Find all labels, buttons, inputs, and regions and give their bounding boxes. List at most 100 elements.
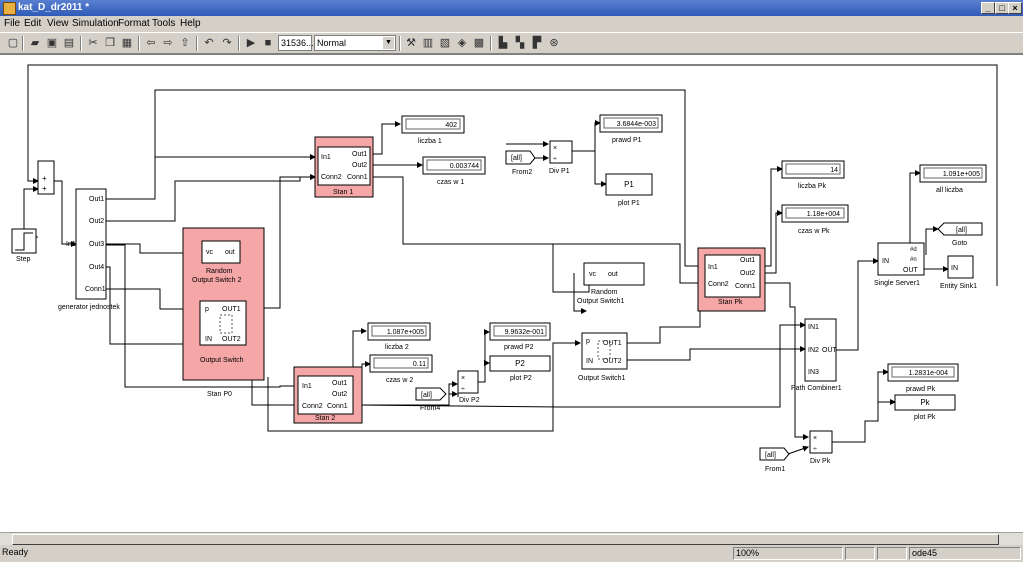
chevron-down-icon[interactable]: ▼ <box>383 37 394 49</box>
menu-view[interactable]: View <box>47 18 69 29</box>
from1-block[interactable]: [all] From1 <box>759 447 790 473</box>
output-switch-in: IN <box>205 336 212 343</box>
title-bar: kat_D_dr2011 * _ □ × <box>0 0 1023 16</box>
forward-icon[interactable]: ⇨ <box>163 37 173 49</box>
cut-icon[interactable]: ✂ <box>88 37 98 49</box>
generator-out3: Out3 <box>89 241 104 248</box>
model-explorer-icon[interactable]: ◈ <box>457 37 467 49</box>
svg-text:÷: ÷ <box>461 386 465 393</box>
stan-p0-subsystem[interactable]: vc out Random Output Switch 2 p IN OUT1 … <box>182 227 265 398</box>
save-icon[interactable]: ▣ <box>46 37 58 49</box>
advisor-icon[interactable]: ⊛ <box>549 37 559 49</box>
step-block[interactable]: Step <box>11 228 37 263</box>
generator-block[interactable]: In1 Out1 Out2 Out3 Out4 Conn1 generator … <box>58 188 120 311</box>
close-button[interactable]: × <box>1008 2 1022 14</box>
model-canvas[interactable]: Step + + In1 Out1 Out2 Out3 Out4 Conn1 g… <box>0 54 1023 545</box>
block-label: Single Server1 <box>874 280 920 287</box>
incremental-build-icon[interactable]: ▧ <box>439 37 451 49</box>
entity-sink-block[interactable]: IN Entity Sink1 <box>940 255 977 290</box>
block-label: OUT2 <box>603 358 622 365</box>
display-prawd-p1[interactable]: 3.6844e-003 prawd P1 <box>599 114 663 144</box>
block-label: 0.003744 <box>450 163 479 170</box>
stop-icon[interactable]: ■ <box>264 37 272 49</box>
back-icon[interactable]: ⇦ <box>146 37 156 49</box>
print-icon[interactable]: ▤ <box>63 37 75 49</box>
menu-edit[interactable]: Edit <box>24 18 42 29</box>
stanpk-subsystem[interactable]: In1 Conn2 Out1 Out2 Conn1 Stan Pk <box>697 247 766 312</box>
block-label: OUT1 <box>603 340 622 347</box>
menu-simulation[interactable]: Simulation <box>72 18 119 29</box>
output-switch-out2: OUT2 <box>222 336 241 343</box>
display-czas-w2[interactable]: 0.11 czas w 2 <box>369 354 433 384</box>
block-label: 1.087e+005 <box>387 329 424 336</box>
display-all-liczba[interactable]: 1.091e+005 all liczba <box>919 164 987 194</box>
sum-block[interactable]: + + <box>37 160 55 195</box>
block-label: OUT <box>822 347 838 354</box>
menu-help[interactable]: Help <box>180 18 201 29</box>
library-browser-icon[interactable]: ▙ <box>498 37 508 49</box>
stan1-subsystem[interactable]: In1 Conn2 Out1 Out2 Conn1 Stan 1 <box>314 136 374 198</box>
stan2-out2: Out2 <box>332 391 347 398</box>
undo-icon[interactable]: ↶ <box>204 37 214 49</box>
explorer-icon[interactable]: ▛ <box>532 37 542 49</box>
output-switch-p: p <box>205 306 209 313</box>
scope-plot-pk[interactable]: Pk plot Pk <box>894 394 956 421</box>
block-label: p <box>586 338 590 345</box>
display-prawd-p2[interactable]: 9.9632e-001 prawd P2 <box>489 322 551 351</box>
display-prawd-pk[interactable]: 1.2831e-004 prawd Pk <box>887 363 959 393</box>
display-liczba-pk[interactable]: 14 liczba Pk <box>781 160 845 190</box>
paste-icon[interactable]: ▦ <box>121 37 133 49</box>
from4-block[interactable]: [all] From4 <box>415 387 447 412</box>
menu-tools[interactable]: Tools <box>152 18 176 29</box>
scope-plot-p1[interactable]: P1 plot P1 <box>605 173 653 207</box>
display-czas-w-pk[interactable]: 1.18e+004 czas w Pk <box>781 204 849 235</box>
block-label: P1 <box>624 180 634 189</box>
generator-out1: Out1 <box>89 196 104 203</box>
open-icon[interactable]: ▰ <box>30 37 40 49</box>
update-diagram-icon[interactable]: ▥ <box>422 37 434 49</box>
div-pk-block[interactable]: × ÷ Div Pk <box>809 430 833 465</box>
signal-lines <box>23 64 998 455</box>
maximize-button[interactable]: □ <box>995 2 1009 14</box>
horizontal-scrollbar[interactable] <box>0 532 1023 545</box>
path-combiner-block[interactable]: IN1 IN2 IN3 OUT Path Combiner1 <box>791 318 842 392</box>
random-switch2-label-2: Output Switch 2 <box>192 277 242 284</box>
goto-block[interactable]: [all] Goto <box>937 222 983 247</box>
random-switch1-block[interactable]: vc out Random Output Switch1 <box>577 262 645 305</box>
redo-icon[interactable]: ↷ <box>222 37 232 49</box>
scope-plot-p2[interactable]: P2 plot P2 <box>489 355 551 382</box>
stop-time-input[interactable]: 31536... <box>278 35 314 51</box>
display-liczba2[interactable]: 1.087e+005 liczba 2 <box>367 322 431 351</box>
single-server-block[interactable]: IN #d #n OUT Single Server1 <box>874 242 925 287</box>
menu-file[interactable]: File <box>4 18 21 29</box>
display-czas-w1[interactable]: 0.003744 czas w 1 <box>422 156 486 186</box>
stan2-subsystem[interactable]: In1 Conn2 Out1 Out2 Conn1 Stan 2 <box>293 366 363 424</box>
new-icon[interactable]: ▢ <box>7 37 19 49</box>
block-label: OUT <box>903 267 919 274</box>
model-browser-icon[interactable]: ▚ <box>515 37 525 49</box>
simulation-mode-select[interactable]: Normal▼ <box>314 35 396 51</box>
block-label: 1.2831e-004 <box>909 370 948 377</box>
copy-icon[interactable]: ❐ <box>105 37 115 49</box>
up-icon[interactable]: ⇧ <box>180 37 190 49</box>
toolbar: ▢ ▰ ▣ ▤ ✂ ❐ ▦ ⇦ ⇨ ⇧ ↶ ↷ ▶ ■ 31536... Nor… <box>0 32 1023 54</box>
block-label: out <box>608 271 618 278</box>
stanpk-in1: In1 <box>708 264 718 271</box>
minimize-button[interactable]: _ <box>981 2 995 14</box>
scrollbar-thumb[interactable] <box>12 534 999 545</box>
from2-block[interactable]: [all] From2 <box>505 150 536 176</box>
block-label: Output Switch1 <box>578 375 626 382</box>
start-icon[interactable]: ▶ <box>246 37 256 49</box>
build-icon[interactable]: ⚒ <box>406 37 416 49</box>
output-switch1-block[interactable]: p IN OUT1 OUT2 Output Switch1 <box>578 332 628 382</box>
block-diagram: Step + + In1 Out1 Out2 Out3 Out4 Conn1 g… <box>11 64 998 473</box>
toolbar-separator <box>138 36 140 51</box>
block-label: prawd P2 <box>504 344 534 351</box>
generator-out2: Out2 <box>89 218 104 225</box>
menu-format[interactable]: Format <box>118 18 150 29</box>
div-p2-block[interactable]: × ÷ Div P2 <box>457 370 480 404</box>
debug-icon[interactable]: ▩ <box>473 37 485 49</box>
div-p1-block[interactable]: × ÷ Div P1 <box>549 140 573 175</box>
display-liczba1[interactable]: 402 liczba 1 <box>401 115 465 145</box>
block-label: Div Pk <box>810 458 831 465</box>
